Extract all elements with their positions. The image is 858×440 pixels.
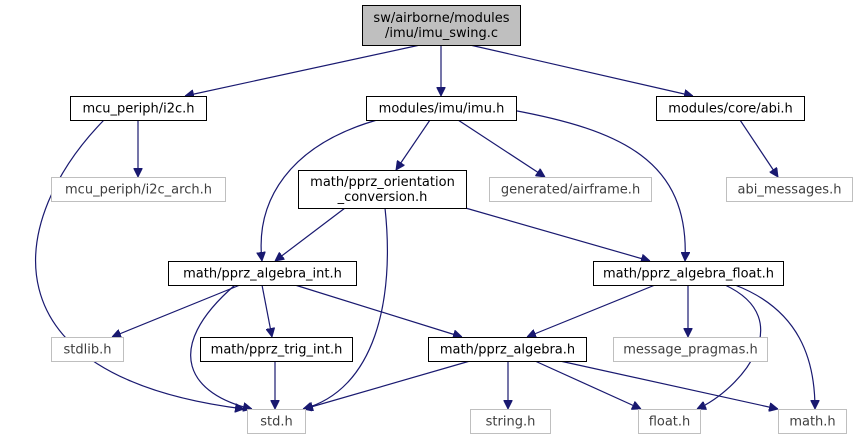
node-box bbox=[247, 409, 306, 434]
node-label: float.h bbox=[649, 415, 691, 430]
edge-alg-to-std bbox=[304, 360, 471, 409]
edge-alg-to-math bbox=[559, 360, 778, 409]
edge-abi-to-abi_msg bbox=[739, 119, 778, 177]
edge-orient-to-std bbox=[303, 207, 388, 409]
node-box bbox=[298, 170, 467, 209]
node-box bbox=[200, 337, 353, 362]
node-box bbox=[470, 409, 551, 434]
node-box bbox=[489, 177, 652, 202]
node-std: std.h bbox=[247, 409, 306, 434]
edge-alg_float-to-alg bbox=[527, 284, 656, 337]
nodes-layer: sw/airborne/modules/imu/imu_swing.c mcu_p… bbox=[51, 5, 853, 434]
edge-alg-to-float bbox=[534, 360, 641, 409]
node-label: string.h bbox=[486, 415, 536, 430]
node-box bbox=[613, 337, 768, 362]
edge-orient-to-alg_float bbox=[461, 206, 650, 261]
node-airframe: generated/airframe.h bbox=[489, 177, 652, 202]
edge-imu-to-orient bbox=[396, 119, 431, 170]
node-label: modules/core/abi.h bbox=[668, 102, 793, 117]
node-label: modules/imu/imu.h bbox=[379, 102, 505, 117]
node-box bbox=[51, 337, 124, 362]
node-abi_msg: abi_messages.h bbox=[726, 177, 853, 202]
edge-alg_int-to-trig bbox=[261, 284, 272, 337]
node-label: std.h bbox=[260, 415, 293, 430]
node-alg_float[interactable]: math/pprz_algebra_float.h bbox=[593, 261, 784, 286]
edge-root-to-abi bbox=[469, 44, 693, 96]
node-box bbox=[362, 5, 521, 46]
node-math: math.h bbox=[778, 409, 847, 434]
node-label: math/pprz_trig_int.h bbox=[211, 343, 343, 358]
node-label: message_pragmas.h bbox=[623, 343, 758, 358]
node-box bbox=[168, 261, 357, 286]
node-abi[interactable]: modules/core/abi.h bbox=[656, 96, 805, 121]
node-label: generated/airframe.h bbox=[501, 183, 640, 198]
node-alg_int[interactable]: math/pprz_algebra_int.h bbox=[168, 261, 357, 286]
node-label: stdlib.h bbox=[64, 343, 112, 358]
edge-alg_float-to-math bbox=[734, 284, 815, 409]
node-label: mcu_periph/i2c.h bbox=[82, 102, 194, 117]
node-imu[interactable]: modules/imu/imu.h bbox=[366, 96, 517, 121]
edge-alg_int-to-stdlib bbox=[112, 284, 241, 337]
node-stdlib: stdlib.h bbox=[51, 337, 124, 362]
node-label: math/pprz_algebra_float.h bbox=[603, 267, 774, 282]
edge-imu-to-alg_int bbox=[261, 119, 378, 261]
node-box bbox=[638, 409, 701, 434]
node-label: math/pprz_orientation bbox=[310, 175, 455, 190]
node-label: mcu_periph/i2c_arch.h bbox=[65, 183, 212, 198]
edges-layer bbox=[35, 44, 815, 409]
node-float: float.h bbox=[638, 409, 701, 434]
node-box bbox=[51, 177, 226, 202]
edge-root-to-i2c bbox=[185, 44, 421, 96]
node-box bbox=[778, 409, 847, 434]
node-i2c[interactable]: mcu_periph/i2c.h bbox=[70, 96, 207, 121]
node-orient[interactable]: math/pprz_orientation_conversion.h bbox=[298, 170, 467, 209]
edge-imu-to-airframe bbox=[457, 119, 545, 177]
node-label: math/pprz_algebra_int.h bbox=[183, 267, 342, 282]
node-box bbox=[70, 96, 207, 121]
node-box bbox=[428, 337, 587, 362]
edge-imu-to-alg_float bbox=[511, 109, 685, 261]
node-label: abi_messages.h bbox=[738, 183, 842, 198]
node-box bbox=[726, 177, 853, 202]
node-msg_pragma: message_pragmas.h bbox=[613, 337, 768, 362]
node-label: /imu/imu_swing.c bbox=[385, 26, 498, 41]
node-box bbox=[366, 96, 517, 121]
node-trig[interactable]: math/pprz_trig_int.h bbox=[200, 337, 353, 362]
node-string: string.h bbox=[470, 409, 551, 434]
node-label: math/pprz_algebra.h bbox=[440, 343, 575, 358]
node-label: sw/airborne/modules bbox=[373, 11, 509, 26]
node-i2c_arch: mcu_periph/i2c_arch.h bbox=[51, 177, 226, 202]
node-box bbox=[656, 96, 805, 121]
node-box bbox=[593, 261, 784, 286]
edge-i2c-to-std bbox=[35, 119, 244, 409]
edge-alg_int-to-alg bbox=[294, 284, 462, 337]
edge-alg_int-to-std bbox=[190, 284, 252, 409]
node-alg[interactable]: math/pprz_algebra.h bbox=[428, 337, 587, 362]
node-label: math.h bbox=[789, 415, 835, 430]
node-label: _conversion.h bbox=[337, 190, 428, 205]
node-root[interactable]: sw/airborne/modules/imu/imu_swing.c bbox=[362, 5, 521, 46]
edge-orient-to-alg_int bbox=[275, 207, 346, 261]
